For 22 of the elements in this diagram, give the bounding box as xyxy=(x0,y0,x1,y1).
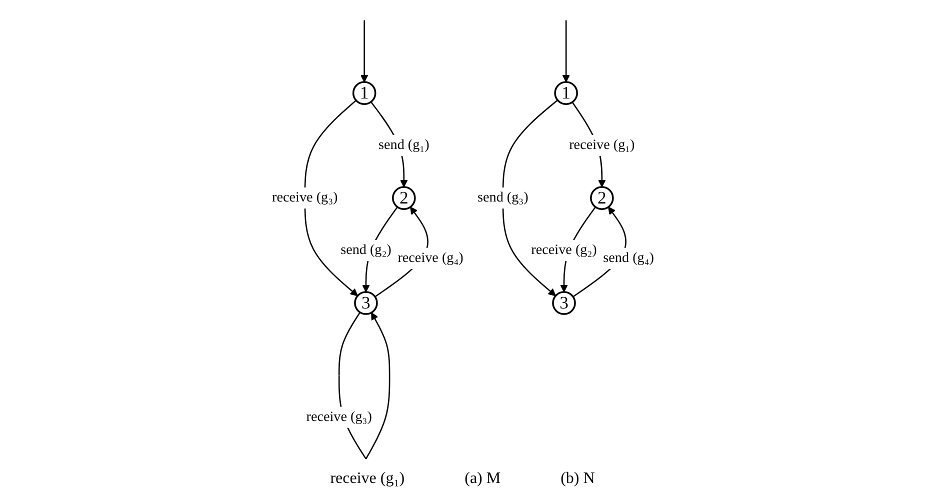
arrow xyxy=(502,100,558,296)
node-circle: 2 xyxy=(391,186,416,210)
caption-text: (a) M xyxy=(464,470,501,488)
node-circle: 1 xyxy=(554,81,578,105)
caption-text: receive (g₁) xyxy=(330,470,405,488)
edge-label: receive (g₃) xyxy=(306,409,372,424)
edge-label: send (g₂) xyxy=(340,242,391,258)
node-circle: 1 xyxy=(352,81,376,105)
edge-label: receive (g₁) xyxy=(568,138,634,153)
edge-label: send (g₄) xyxy=(602,250,654,266)
edge-label: receive (g₄) xyxy=(397,250,463,266)
node-circle: 2 xyxy=(590,186,614,210)
arrow xyxy=(360,20,368,82)
caption-text: (b) N xyxy=(560,470,595,488)
arrow xyxy=(562,20,570,82)
edge-label: send (g₃) xyxy=(477,190,528,206)
node-circle: 3 xyxy=(354,291,378,315)
edge-label: receive (g₂) xyxy=(530,242,596,258)
arrow xyxy=(304,100,358,296)
edge-label: send (g₁) xyxy=(378,138,429,153)
node-circle: 3 xyxy=(552,291,576,315)
edge-label: receive (g₃) xyxy=(272,190,338,206)
